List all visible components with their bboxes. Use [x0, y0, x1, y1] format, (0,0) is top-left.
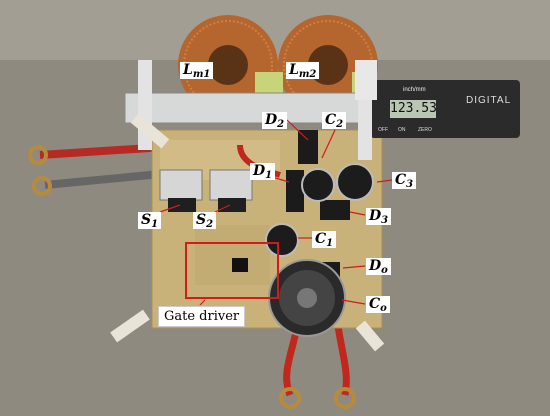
gate-driver-highlight-box: [185, 242, 279, 299]
caliper-unit-label: inch/mm: [403, 87, 426, 93]
digital-caliper: [124, 60, 520, 160]
diode-d2: [298, 130, 318, 164]
label-c3: C3: [392, 172, 417, 190]
label-co: Co: [366, 296, 390, 314]
diode-d1: [286, 170, 304, 212]
switch-s2-heatsink: [209, 169, 253, 201]
label-lm2: Lm2: [286, 62, 320, 80]
capacitor-c2: [301, 168, 335, 202]
label-gate-driver: Gate driver: [158, 306, 246, 327]
label-do: Do: [366, 258, 391, 276]
label-lm1: Lm1: [180, 62, 214, 80]
label-d1: D1: [250, 163, 276, 181]
switch-s1-heatsink: [159, 169, 203, 201]
caliper-readout: 123.53: [390, 100, 437, 118]
capacitor-c1: [265, 223, 299, 257]
capacitor-c3: [336, 163, 374, 201]
label-c1: C1: [312, 231, 337, 249]
gate-driver-ic: [232, 258, 248, 272]
label-d3: D3: [366, 208, 392, 226]
label-d2: D2: [262, 112, 288, 130]
label-s1: S1: [138, 212, 162, 230]
label-s2: S2: [193, 212, 217, 230]
caliper-zero-label: ZERO: [418, 127, 432, 133]
caliper-off-label: OFF: [378, 127, 388, 133]
caliper-on-label: ON: [398, 127, 406, 133]
label-c2: C2: [322, 112, 347, 130]
leader-lines: [159, 119, 393, 306]
caliper-brand: DIGITAL: [466, 95, 512, 106]
diode-d3: [320, 200, 350, 220]
